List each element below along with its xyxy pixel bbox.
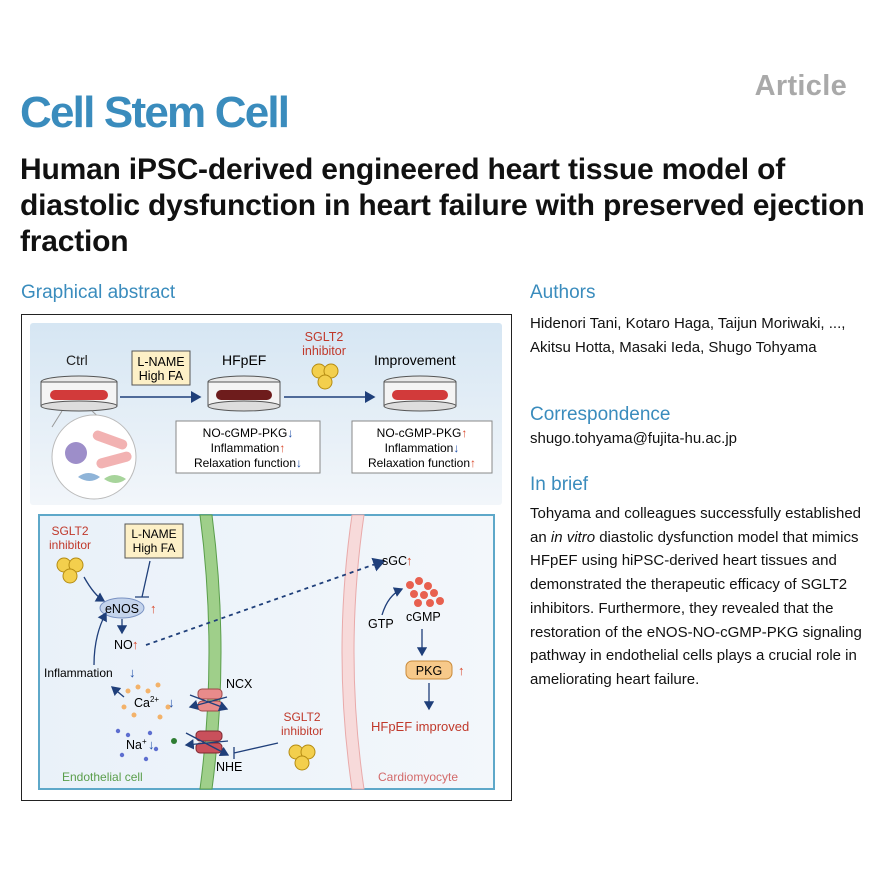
lname-highfa-box xyxy=(131,350,191,386)
endothelial-cell-label: Endothelial cell xyxy=(62,770,143,784)
graphical-abstract-figure: Ctrl L-NAME High FA HFpEF SGLT2 inhibito… xyxy=(21,314,512,801)
in-brief-italic: in vitro xyxy=(550,528,596,546)
sglt2-to-enos-arrow xyxy=(83,576,106,602)
nhe-arrow xyxy=(185,732,230,756)
hfpef-effect-2: Inflammation↑ xyxy=(211,441,286,455)
ctrl-tissue-dish-icon xyxy=(40,375,118,412)
pkg-label: PKG xyxy=(416,664,442,678)
hfpef-tissue-dish-icon xyxy=(207,375,281,412)
in-brief-text-part: diastolic dysfunction model that mimics … xyxy=(530,528,862,688)
nhe-arrow xyxy=(184,739,229,750)
hfpef-label: HFpEF xyxy=(222,352,266,368)
improvement-tissue-dish-icon xyxy=(383,375,457,412)
correspondence-email[interactable]: shugo.tohyama@fujita-hu.ac.jp xyxy=(530,430,738,447)
improvement-effect-2: Inflammation↓ xyxy=(385,441,460,455)
bottom-treatment-line2: High FA xyxy=(133,541,176,555)
sodium-down-arrow: ↓ xyxy=(148,737,155,752)
calcium-dots-icon xyxy=(121,682,171,720)
gtp-to-cgmp-arrow xyxy=(381,587,404,616)
pill-icon xyxy=(311,363,339,390)
nhe-label: NHE xyxy=(216,760,242,774)
endothelial-membrane xyxy=(199,514,222,790)
graphical-abstract-heading: Graphical abstract xyxy=(21,282,176,303)
pill-icon xyxy=(56,557,84,584)
in-brief-text-part: Tohyama and colleagues successfully esta… xyxy=(530,505,862,546)
no-label: NO xyxy=(114,638,133,652)
authors-heading: Authors xyxy=(530,282,596,303)
sodium-dots-icon xyxy=(115,728,159,762)
cgmp-dots-icon xyxy=(406,577,444,607)
treatment-line1: L-NAME xyxy=(137,355,184,369)
hfpef-effect-1: NO-cGMP-PKG↓ xyxy=(203,426,294,440)
journal-name: Cell Stem Cell xyxy=(20,88,290,137)
article-type-label: Article xyxy=(754,70,847,102)
ncx-arrow xyxy=(189,694,229,712)
cgmp-label: cGMP xyxy=(406,610,441,624)
pkg-up-arrow: ↑ xyxy=(458,663,465,678)
bottom-treatment-line1: L-NAME xyxy=(131,527,176,541)
bottom-drug-line2: inhibitor xyxy=(49,538,91,552)
enos-label: eNOS xyxy=(105,602,139,616)
no-up-arrow: ↑ xyxy=(132,637,139,652)
hfpef-effects-box xyxy=(175,420,321,474)
inflammation-down-arrow: ↓ xyxy=(129,665,136,680)
improvement-effect-1: NO-cGMP-PKG↑ xyxy=(377,426,468,440)
bottom-drug-line1: SGLT2 xyxy=(51,524,88,538)
no-to-sgc-dashed-arrow xyxy=(145,557,386,646)
enos-up-arrow: ↑ xyxy=(150,601,157,616)
in-brief-heading: In brief xyxy=(530,474,589,495)
sglt2-inhibits-nhe xyxy=(233,742,279,759)
lname-inhibits-enos xyxy=(135,560,151,598)
inflammation-label: Inflammation xyxy=(44,666,113,680)
pkg-node xyxy=(405,660,453,680)
hfpef-effect-3: Relaxation function↓ xyxy=(194,456,302,470)
cardiomyocyte-membrane xyxy=(341,514,365,790)
ncx-label: NCX xyxy=(226,677,253,691)
calcium-to-inflammation-arrow xyxy=(111,686,125,698)
graphical-abstract-diagram: Ctrl L-NAME High FA HFpEF SGLT2 inhibito… xyxy=(30,323,502,790)
hfpef-improved-label: HFpEF improved xyxy=(371,719,469,734)
pill-icon xyxy=(288,744,316,771)
bottom-drug2-line2: inhibitor xyxy=(281,724,323,738)
sgc-label: sGC xyxy=(382,554,407,568)
proton-dot-icon xyxy=(171,738,177,744)
drug-line2: inhibitor xyxy=(302,344,346,358)
improvement-label: Improvement xyxy=(374,352,456,368)
enos-node xyxy=(99,597,145,619)
treatment-line2: High FA xyxy=(139,369,184,383)
correspondence-heading: Correspondence xyxy=(530,404,671,425)
improvement-effects-box xyxy=(351,420,493,474)
nhe-transporter-icon xyxy=(195,730,223,754)
authors-list: Hidenori Tani, Kotaro Haga, Taijun Moriw… xyxy=(530,315,846,356)
in-brief-text: Tohyama and colleagues successfully esta… xyxy=(530,502,870,692)
drug-line1: SGLT2 xyxy=(305,330,344,344)
bottom-lname-highfa-box xyxy=(124,523,184,559)
bottom-drug2-line1: SGLT2 xyxy=(283,710,320,724)
calcium-down-arrow: ↓ xyxy=(168,695,175,710)
gtp-label: GTP xyxy=(368,617,394,631)
cardiomyocyte-label: Cardiomyocyte xyxy=(378,770,458,784)
calcium-label: Ca2+ xyxy=(134,695,159,710)
paper-title: Human iPSC-derived engineered heart tiss… xyxy=(20,153,865,258)
sgc-up-arrow: ↑ xyxy=(406,553,413,568)
ctrl-label: Ctrl xyxy=(66,352,88,368)
bottom-panel-background xyxy=(38,514,495,790)
cell-types-icon xyxy=(65,430,132,483)
improvement-effect-3: Relaxation function↑ xyxy=(368,456,476,470)
inflammation-to-enos-arrow xyxy=(93,611,107,666)
sodium-label: Na+ xyxy=(126,737,147,752)
